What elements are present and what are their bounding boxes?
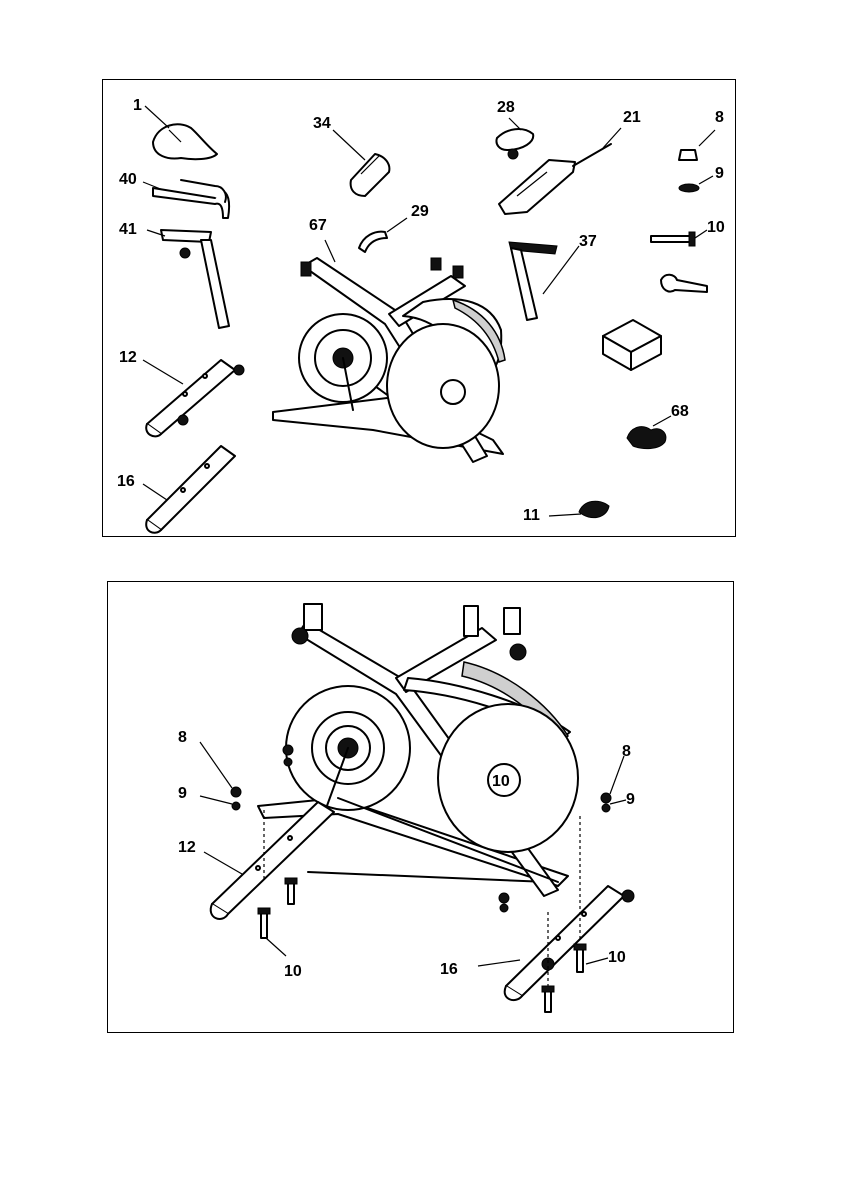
rear-stabilizer-part — [146, 446, 235, 533]
label-9-left: 9 — [178, 785, 187, 802]
bolt-part — [651, 232, 695, 246]
parts-panel: 1 40 41 12 16 34 29 — [102, 79, 736, 537]
clip-part — [359, 232, 387, 252]
label-29: 29 — [411, 203, 429, 220]
washer-part — [679, 184, 699, 192]
flywheel-number: 10 — [492, 773, 510, 790]
label-10-right: 10 — [608, 949, 626, 966]
label-10: 10 — [707, 219, 725, 236]
label-37: 37 — [579, 233, 597, 250]
parts-illustration: 1 40 41 12 16 34 29 — [103, 80, 737, 538]
label-11: 11 — [523, 507, 540, 524]
hardware-pack-part — [627, 427, 666, 449]
pedals-part — [579, 501, 609, 517]
label-16: 16 — [117, 473, 135, 490]
label-8-right: 8 — [622, 743, 631, 760]
label-40: 40 — [119, 171, 137, 188]
assembly-illustration: 10 12 8 9 10 16 — [108, 582, 735, 1034]
handlebar-part — [153, 180, 229, 218]
label-8-left: 8 — [178, 729, 187, 746]
assembly-panel: 10 12 8 9 10 16 — [107, 581, 734, 1033]
label-28: 28 — [497, 99, 515, 116]
label-10-left: 10 — [284, 963, 302, 980]
label-1: 1 — [133, 97, 142, 114]
label-16-assembly: 16 — [440, 961, 458, 978]
monitor-part — [496, 129, 533, 159]
seat-slider-part — [509, 242, 557, 320]
label-67: 67 — [309, 217, 327, 234]
foam-grip-part — [351, 154, 390, 196]
nut-part — [679, 150, 697, 160]
front-stabilizer-part — [146, 360, 244, 436]
hardware-box-part — [603, 320, 661, 370]
main-frame-part — [273, 258, 505, 462]
wrench-part — [661, 275, 707, 292]
label-21: 21 — [623, 109, 641, 126]
label-12: 12 — [119, 349, 137, 366]
label-12-assembly: 12 — [178, 839, 196, 856]
label-8: 8 — [715, 109, 724, 126]
label-41: 41 — [119, 221, 137, 238]
label-68: 68 — [671, 403, 689, 420]
front-stabilizer — [211, 802, 334, 919]
label-9-right: 9 — [626, 791, 635, 808]
seat-part — [153, 124, 217, 159]
seat-post-part — [161, 230, 229, 328]
assembled-frame: 10 — [258, 604, 578, 896]
label-34: 34 — [313, 115, 331, 132]
label-9: 9 — [715, 165, 724, 182]
rear-stabilizer — [505, 886, 634, 1000]
